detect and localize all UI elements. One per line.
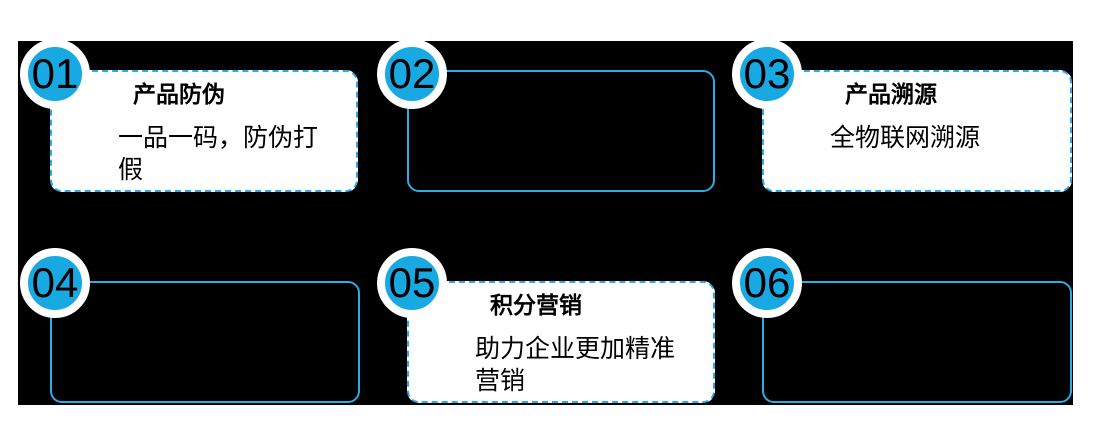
card-title: 产品溯源 [845,82,937,108]
number-badge-06: 06 [732,248,802,318]
badge-number: 01 [31,50,79,97]
card-02-empty [407,70,715,192]
badge-number: 05 [388,259,436,306]
card-subtitle: 全物联网溯源 [830,123,981,152]
card-subtitle: 助力企业更加精准营销 [475,334,676,395]
number-badge-05: 05 [377,248,447,318]
badge-number: 02 [388,50,436,97]
number-badge-03: 03 [732,39,802,109]
badge-number: 04 [31,259,79,306]
card-title: 积分营销 [490,293,582,319]
card-03-product-traceability: 产品溯源 全物联网溯源 [762,70,1072,192]
number-badge-04: 04 [20,248,90,318]
card-04-empty [50,281,360,403]
badge-number: 03 [743,50,791,97]
card-05-points-marketing: 积分营销 助力企业更加精准营销 [407,281,715,403]
card-01-product-anticounterfeit: 产品防伪 一品一码，防伪打假 [50,70,358,192]
card-subtitle: 一品一码，防伪打假 [118,123,319,184]
badge-number: 06 [743,259,791,306]
number-badge-02: 02 [377,39,447,109]
number-badge-01: 01 [20,39,90,109]
card-title: 产品防伪 [133,82,225,108]
card-06-empty [762,281,1072,403]
